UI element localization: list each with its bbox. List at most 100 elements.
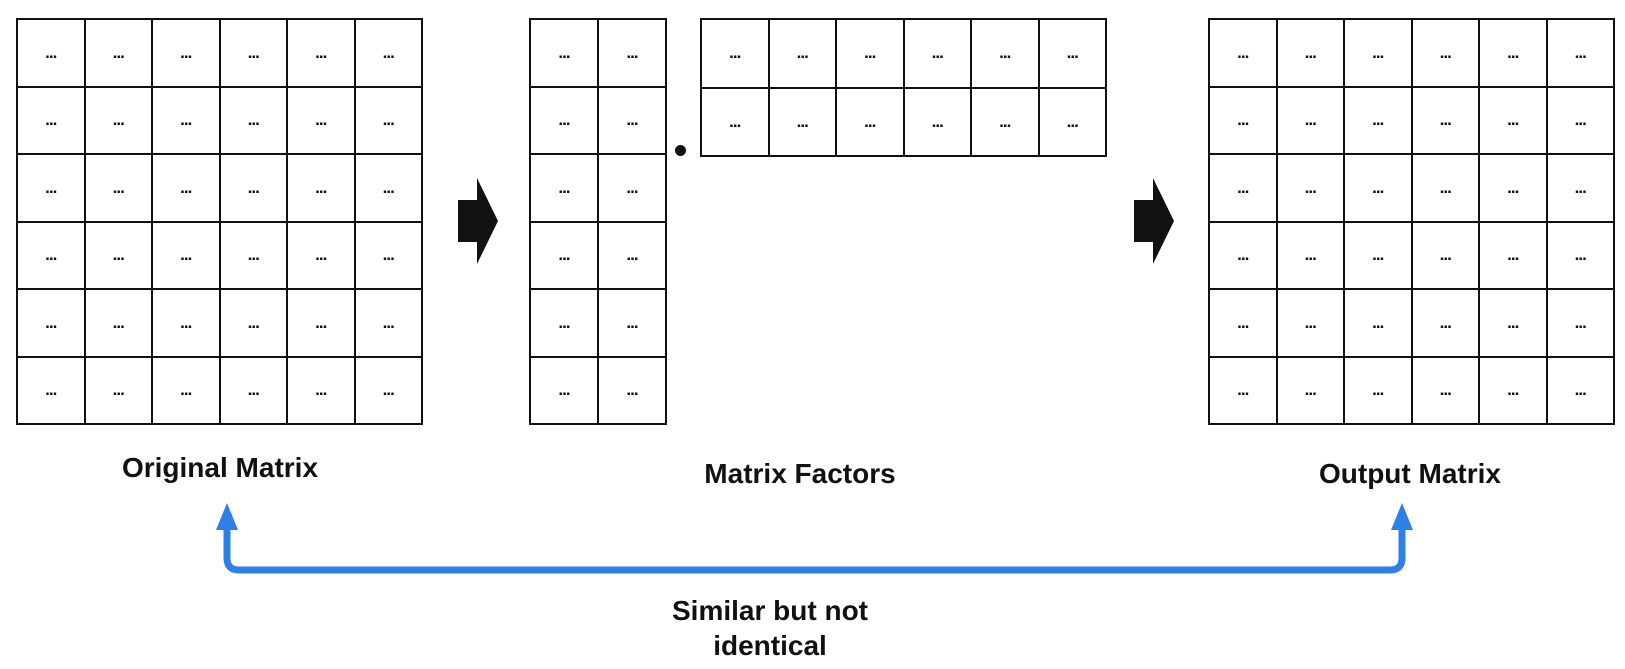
matrix-cell: ... xyxy=(18,222,86,290)
matrix-cell: ... xyxy=(288,290,356,358)
matrix-cell: ... xyxy=(702,20,770,89)
matrix-cell: ... xyxy=(531,290,599,358)
matrix-cell: ... xyxy=(1480,87,1548,155)
matrix-cell: ... xyxy=(355,155,423,223)
matrix-cell: ... xyxy=(1345,87,1413,155)
matrix-cell: ... xyxy=(1547,155,1615,223)
matrix-cell: ... xyxy=(220,357,288,425)
matrix-cell: ... xyxy=(355,222,423,290)
matrix-cell: ... xyxy=(153,357,221,425)
matrix-cell: ... xyxy=(153,290,221,358)
matrix-cell: ... xyxy=(1412,87,1480,155)
output-matrix: ........................................… xyxy=(1208,18,1615,425)
matrix-cell: ... xyxy=(904,20,972,89)
matrix-cell: ... xyxy=(531,87,599,155)
matrix-cell: ... xyxy=(1039,88,1107,157)
matrix-cell: ... xyxy=(972,88,1040,157)
matrix-cell: ... xyxy=(1345,357,1413,425)
matrix-cell: ... xyxy=(220,87,288,155)
matrix-cell: ... xyxy=(1277,290,1345,358)
matrix-cell: ... xyxy=(1039,20,1107,89)
output-matrix-label: Output Matrix xyxy=(1319,458,1501,489)
matrix-cell: ... xyxy=(85,20,153,88)
matrix-cell: ... xyxy=(531,155,599,223)
matrix-cell: ... xyxy=(288,155,356,223)
matrix-cell: ... xyxy=(153,20,221,88)
matrix-cell: ... xyxy=(1277,222,1345,290)
matrix-cell: ... xyxy=(18,155,86,223)
matrix-cell: ... xyxy=(1210,155,1278,223)
matrix-cell: ... xyxy=(85,290,153,358)
matrix-cell: ... xyxy=(85,222,153,290)
matrix-cell: ... xyxy=(355,87,423,155)
matrix-cell: ... xyxy=(837,88,905,157)
matrix-cell: ... xyxy=(1412,20,1480,88)
comparison-label: Similar but not identical xyxy=(672,595,868,661)
matrix-cell: ... xyxy=(1547,357,1615,425)
matrix-cell: ... xyxy=(599,357,667,425)
matrix-cell: ... xyxy=(599,222,667,290)
bracket-arrow-up-icon xyxy=(223,527,1406,574)
matrix-cell: ... xyxy=(1277,87,1345,155)
matrix-cell: ... xyxy=(1345,20,1413,88)
matrix-cell: ... xyxy=(1480,20,1548,88)
matrix-cell: ... xyxy=(1412,222,1480,290)
matrix-cell: ... xyxy=(153,155,221,223)
matrix-factors-label: Matrix Factors xyxy=(704,458,896,489)
matrix-cell: ... xyxy=(1480,222,1548,290)
matrix-cell: ... xyxy=(1412,357,1480,425)
matrix-cell: ... xyxy=(1210,20,1278,88)
matrix-cell: ... xyxy=(1412,290,1480,358)
matrix-cell: ... xyxy=(288,357,356,425)
matrix-cell: ... xyxy=(1210,357,1278,425)
matrix-cell: ... xyxy=(85,155,153,223)
matrix-cell: ... xyxy=(1277,155,1345,223)
matrix-cell: ... xyxy=(1210,290,1278,358)
matrix-cell: ... xyxy=(18,290,86,358)
matrix-cell: ... xyxy=(1547,87,1615,155)
arrowhead-up-icon xyxy=(216,503,238,530)
matrix-cell: ... xyxy=(288,20,356,88)
block-arrow-right-icon xyxy=(1134,178,1174,264)
matrix-cell: ... xyxy=(1547,290,1615,358)
matrix-cell: ... xyxy=(837,20,905,89)
matrix-cell: ... xyxy=(153,87,221,155)
matrix-cell: ... xyxy=(1345,222,1413,290)
matrix-cell: ... xyxy=(85,87,153,155)
matrix-cell: ... xyxy=(1480,155,1548,223)
matrix-cell: ... xyxy=(1547,222,1615,290)
matrix-cell: ... xyxy=(1277,357,1345,425)
matrix-cell: ... xyxy=(288,87,356,155)
matrix-cell: ... xyxy=(1210,222,1278,290)
arrowhead-up-icon xyxy=(1391,503,1413,530)
matrix-factor-right: .................................... xyxy=(700,18,1107,157)
matrix-cell: ... xyxy=(531,222,599,290)
matrix-cell: ... xyxy=(1277,20,1345,88)
matrix-cell: ... xyxy=(599,155,667,223)
matrix-cell: ... xyxy=(1345,155,1413,223)
matrix-cell: ... xyxy=(220,20,288,88)
matrix-cell: ... xyxy=(1210,87,1278,155)
matrix-cell: ... xyxy=(531,357,599,425)
matrix-cell: ... xyxy=(220,155,288,223)
matrix-cell: ... xyxy=(599,20,667,88)
matrix-cell: ... xyxy=(1345,290,1413,358)
matrix-cell: ... xyxy=(355,20,423,88)
matrix-cell: ... xyxy=(1547,20,1615,88)
matrix-cell: ... xyxy=(1480,290,1548,358)
original-matrix-label: Original Matrix xyxy=(121,452,319,483)
block-arrow-right-icon xyxy=(458,178,498,264)
matrix-cell: ... xyxy=(769,88,837,157)
matrix-cell: ... xyxy=(18,20,86,88)
matrix-cell: ... xyxy=(355,357,423,425)
matrix-cell: ... xyxy=(18,87,86,155)
matrix-cell: ... xyxy=(904,88,972,157)
matrix-cell: ... xyxy=(153,222,221,290)
dot-product-icon xyxy=(675,145,686,156)
original-matrix: ........................................… xyxy=(16,18,423,425)
matrix-cell: ... xyxy=(1412,155,1480,223)
matrix-cell: ... xyxy=(220,222,288,290)
matrix-cell: ... xyxy=(85,357,153,425)
matrix-cell: ... xyxy=(769,20,837,89)
matrix-cell: ... xyxy=(599,87,667,155)
